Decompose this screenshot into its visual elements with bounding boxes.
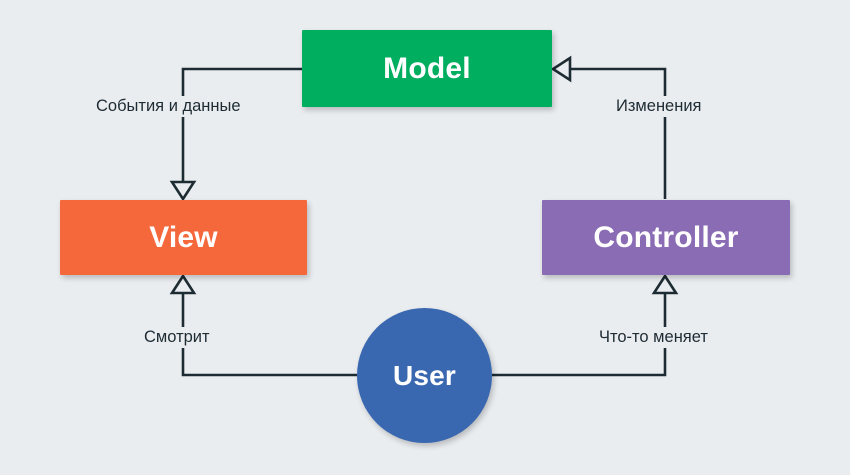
edge-user-to-view — [169, 273, 357, 377]
arrowhead-up-icon — [169, 273, 197, 295]
node-controller-label: Controller — [593, 220, 739, 254]
node-view-label: View — [149, 220, 218, 254]
arrowhead-up-icon — [651, 273, 679, 295]
arrowhead-left-icon — [550, 55, 572, 83]
node-controller[interactable]: Controller — [542, 200, 790, 275]
edge-label-user-to-controller: Что-то меняет — [594, 327, 713, 348]
node-model-label: Model — [383, 51, 471, 85]
node-user[interactable]: User — [357, 308, 492, 443]
edge-label-model-to-view: События и данные — [91, 96, 246, 117]
node-user-label: User — [392, 359, 457, 391]
edge-user-to-controller — [492, 273, 679, 377]
node-view[interactable]: View — [60, 200, 307, 275]
edge-label-user-to-view: Смотрит — [139, 327, 215, 348]
edge-controller-to-model — [550, 55, 667, 199]
edge-model-to-view — [169, 67, 302, 202]
edge-label-controller-to-model: Изменения — [611, 96, 707, 117]
node-model[interactable]: Model — [302, 30, 552, 107]
arrowhead-down-icon — [169, 180, 197, 202]
